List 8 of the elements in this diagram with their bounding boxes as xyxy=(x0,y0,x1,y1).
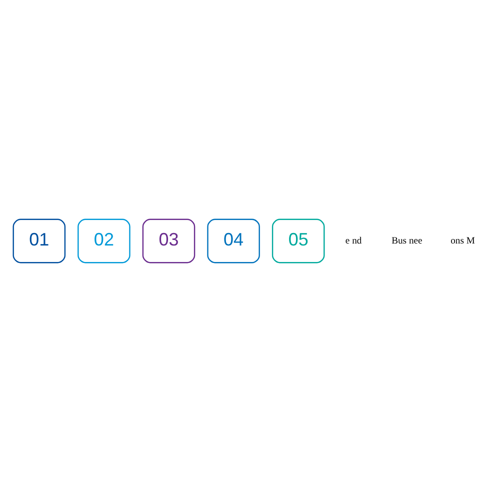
node-box: 05 xyxy=(272,218,325,264)
node-box: 04 xyxy=(207,218,260,264)
node-box: 02 xyxy=(78,218,130,264)
node-box: 03 xyxy=(142,218,196,264)
label: ons M xyxy=(450,235,475,246)
node-box: 01 xyxy=(12,218,66,264)
label: Bus nee xyxy=(392,235,422,246)
label: e nd xyxy=(345,235,362,246)
